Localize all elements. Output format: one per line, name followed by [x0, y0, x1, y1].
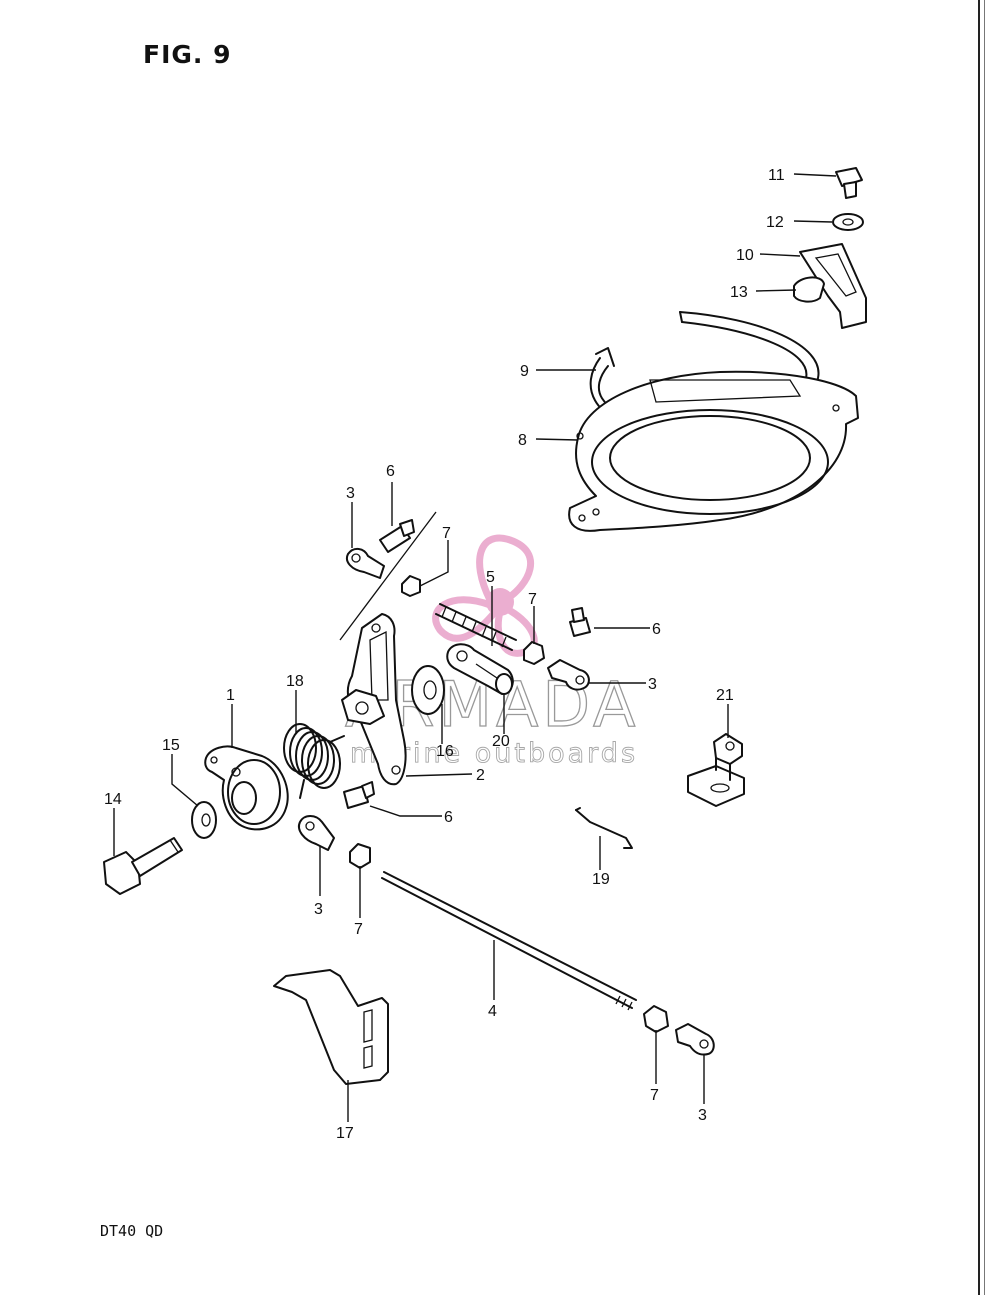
callout-16: 16 [436, 743, 454, 760]
callout-3-upper: 3 [346, 485, 355, 502]
callout-7-lower: 7 [354, 921, 363, 938]
callout-19: 19 [592, 871, 610, 888]
part-17-bracket [273, 969, 389, 1085]
centerline-upper [339, 511, 437, 641]
callout-12: 12 [766, 214, 784, 231]
part-21-bracket [687, 733, 745, 807]
callout-4: 4 [488, 1003, 497, 1020]
callout-7-bottom: 7 [650, 1087, 659, 1104]
propeller-logo-icon [432, 534, 538, 657]
part-16-washer [411, 665, 445, 715]
callout-labels: 11 12 10 13 9 8 6 3 7 5 7 6 3 21 1 18 16… [104, 167, 785, 1142]
part-7-nut-upper [401, 575, 421, 597]
callout-11: 11 [768, 167, 785, 184]
part-3-rod-end-upper [346, 548, 385, 579]
part-14-shoulder-bolt [103, 837, 183, 895]
part-3-rod-end-lower [298, 815, 335, 851]
part-20-lever [446, 643, 514, 695]
part-3-rod-end-right [547, 659, 590, 691]
callout-13: 13 [730, 284, 748, 301]
callout-1: 1 [226, 687, 235, 704]
part-7-nut-rod-end [643, 1005, 669, 1033]
part-7-nut-lower [349, 843, 371, 869]
callout-6-lower: 6 [444, 809, 453, 826]
page-edge-line [978, 0, 980, 1295]
callout-2: 2 [476, 767, 485, 784]
callout-9: 9 [520, 363, 529, 380]
callout-21: 21 [716, 687, 734, 704]
callout-6-upper: 6 [386, 463, 395, 480]
callout-15: 15 [162, 737, 180, 754]
part-15-washer [191, 801, 217, 839]
part-11-bolt [835, 167, 863, 199]
part-13-clip [793, 276, 825, 303]
callout-7-upper: 7 [442, 525, 451, 542]
part-6-ball-joint-upper [379, 519, 415, 553]
part-8-plate [568, 370, 859, 532]
leader-lines [113, 173, 837, 1122]
part-10-bracket [799, 243, 867, 329]
callout-3-right: 3 [648, 676, 657, 693]
callout-3-lower: 3 [314, 901, 323, 918]
part-7-nut-middle [523, 641, 545, 665]
callout-20: 20 [492, 733, 510, 750]
part-12-washer [832, 213, 864, 231]
part-2-throttle-lever [341, 613, 407, 786]
model-code: DT40 QD [100, 1222, 164, 1240]
callout-6-right: 6 [652, 621, 661, 638]
callout-14: 14 [104, 791, 122, 808]
callout-3-bottom: 3 [698, 1107, 707, 1124]
callout-10: 10 [736, 247, 754, 264]
callout-5: 5 [486, 569, 495, 586]
page-edge-line-inner [984, 0, 985, 1295]
part-5-stud [435, 603, 517, 651]
callout-7-middle: 7 [528, 591, 537, 608]
callout-8: 8 [518, 432, 527, 449]
part-19-wire-clip [575, 807, 633, 849]
part-6-ball-joint-right [569, 607, 591, 637]
callout-18: 18 [286, 673, 304, 690]
callout-17: 17 [336, 1125, 354, 1142]
figure-title: FIG. 9 [143, 40, 232, 69]
part-6-ball-joint-lower [343, 781, 375, 809]
part-3-rod-end-bottom [675, 1023, 715, 1056]
part-1-cam [204, 745, 289, 831]
part-4-rod [381, 871, 637, 1011]
part-18-spring [283, 723, 345, 799]
